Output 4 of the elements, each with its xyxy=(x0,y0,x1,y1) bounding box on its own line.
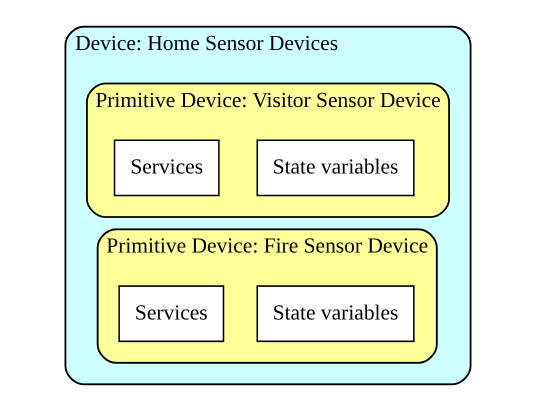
node-box: Services xyxy=(118,285,224,342)
node-box: State variables xyxy=(256,285,414,342)
node-box: State variables xyxy=(256,140,414,196)
node-box: Services xyxy=(113,140,220,196)
